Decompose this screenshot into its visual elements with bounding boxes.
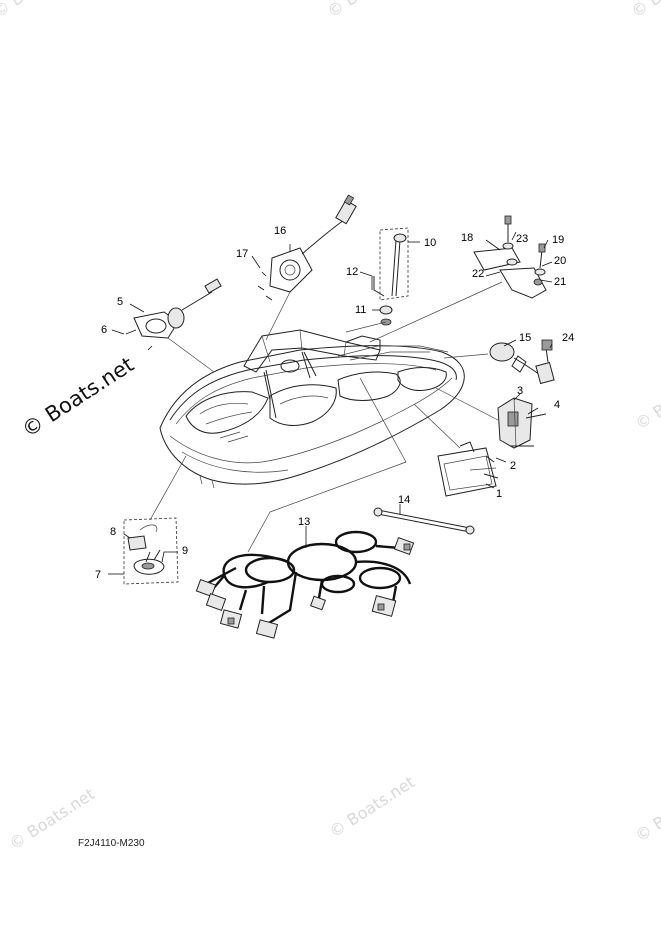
ghost-watermark-bottom-center: © Boats.net: [326, 772, 418, 841]
boat-hull: [159, 329, 465, 489]
callout-22: 22: [472, 268, 484, 280]
callout-15: 15: [519, 332, 531, 344]
callout-12: 12: [346, 266, 358, 278]
callout-10: 10: [424, 237, 436, 249]
callout-numbers: 1 2 3 4 5 6 7 8 9 10 11 12 13 14 15 16 1…: [95, 225, 574, 581]
part-1-assembly: [437, 441, 499, 497]
part-7-assembly: [123, 517, 179, 585]
ghost-watermark-top-center: © Boats.net: [324, 0, 416, 21]
callout-6: 6: [101, 324, 107, 336]
callout-24: 24: [562, 332, 574, 344]
callout-3: 3: [517, 385, 523, 397]
ghost-watermark-mid-right: © Boats.net: [632, 364, 661, 433]
main-watermark: © Boats.net: [18, 352, 139, 442]
callout-19: 19: [552, 234, 564, 246]
part-15-24-assembly: [489, 339, 555, 385]
callout-4: 4: [554, 399, 560, 411]
callout-5: 5: [117, 296, 123, 308]
part-13-harness: [195, 530, 415, 639]
diagram-code: F2J4110-M230: [78, 838, 145, 849]
callout-14: 14: [398, 494, 410, 506]
part-5-assembly: [125, 278, 222, 351]
callout-21: 21: [554, 276, 566, 288]
callout-16: 16: [274, 225, 286, 237]
ghost-watermarks: © Boats.net © Boats.net © Boats.net © Bo…: [0, 0, 661, 853]
callout-1: 1: [496, 488, 502, 500]
callout-7: 7: [95, 569, 101, 581]
ghost-watermark-top-left: © Boats.net: [0, 0, 82, 21]
part-10-assembly: [373, 227, 409, 326]
callout-11: 11: [355, 304, 366, 316]
callout-18: 18: [461, 232, 473, 244]
callout-2: 2: [510, 460, 516, 472]
part-18-assembly: [473, 215, 547, 299]
leader-lines: [108, 231, 553, 575]
callout-13: 13: [298, 516, 310, 528]
callout-20: 20: [554, 255, 566, 267]
part-3-assembly: [497, 397, 547, 449]
part-14-cable: [373, 507, 475, 535]
ghost-watermark-top-right: © Boats.net: [628, 0, 661, 21]
callout-8: 8: [110, 526, 116, 538]
callout-23: 23: [516, 233, 528, 245]
ghost-watermark-bottom-right: © Boats.net: [632, 776, 661, 845]
part-16-assembly: [257, 194, 357, 301]
callout-9: 9: [182, 545, 188, 557]
callout-17: 17: [236, 248, 248, 260]
